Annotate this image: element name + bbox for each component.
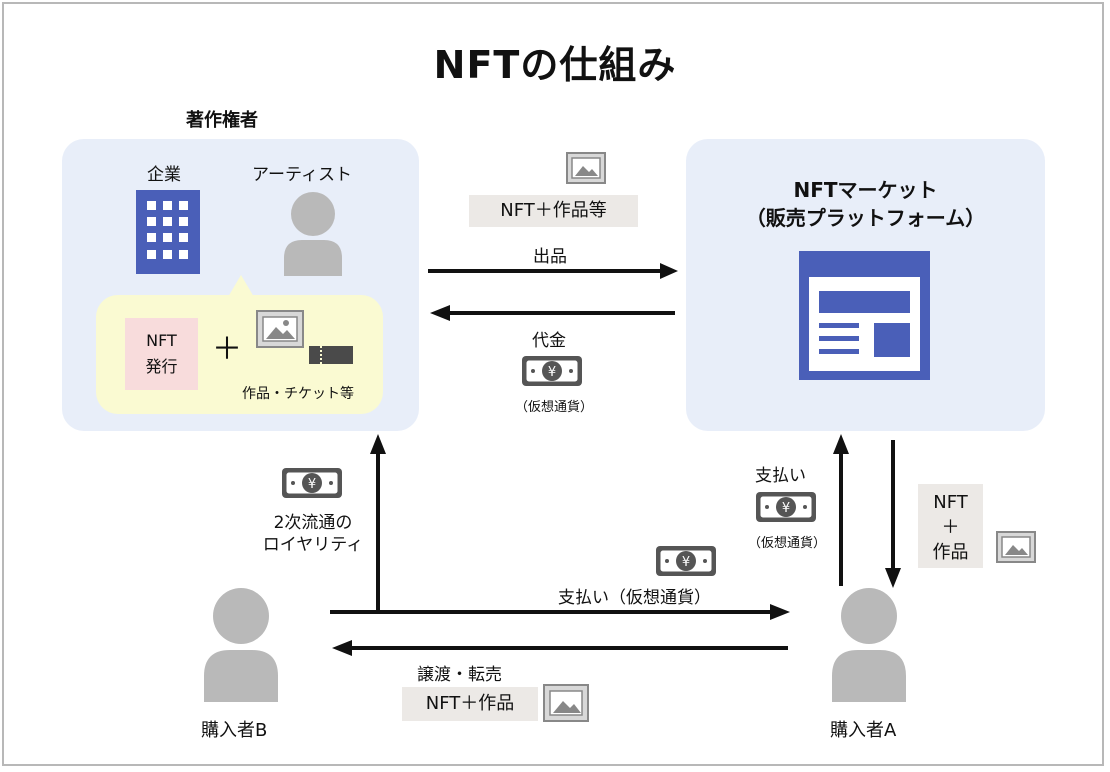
buyer-a-up-arrowhead bbox=[833, 434, 849, 454]
transfer-label: 譲渡・転売 bbox=[417, 665, 502, 685]
listing-arrowhead bbox=[660, 263, 678, 279]
payment-label: 代金 bbox=[532, 331, 566, 351]
company-label: 企業 bbox=[147, 165, 181, 185]
listing-label: 出品 bbox=[533, 247, 567, 267]
web-platform-icon bbox=[799, 251, 930, 380]
nft-chip-line1: NFT bbox=[933, 492, 968, 513]
svg-text:¥: ¥ bbox=[548, 365, 556, 380]
svg-text:¥: ¥ bbox=[308, 477, 316, 492]
nft-issue-line2: 発行 bbox=[145, 357, 178, 376]
nft-issue-line1: NFT bbox=[146, 331, 177, 350]
transfer-left-arrowhead bbox=[332, 640, 352, 656]
top-arrows bbox=[428, 263, 678, 321]
royalty-up-arrowhead bbox=[370, 434, 386, 454]
building-icon bbox=[136, 190, 200, 274]
buyer-a-person-icon bbox=[832, 588, 906, 702]
payment-right-arrowhead bbox=[770, 604, 790, 620]
plus-sign: ＋ bbox=[212, 332, 242, 367]
bubble-pointer bbox=[228, 275, 254, 297]
yen-banknote-royalty-icon: ¥ bbox=[282, 468, 342, 498]
yen-banknote-icon: ¥ bbox=[522, 356, 582, 386]
bottom-arrows bbox=[330, 434, 790, 656]
buyer-b-label: 購入者B bbox=[201, 720, 268, 741]
buyer-a-label: 購入者A bbox=[830, 720, 897, 741]
artwork-image-icon bbox=[256, 310, 304, 348]
yen-banknote-buyer-a-icon: ¥ bbox=[756, 492, 816, 522]
diagram-title: NFTの仕組み bbox=[433, 43, 677, 87]
royalty-line1: 2次流通の bbox=[273, 513, 353, 533]
works-label: 作品・チケット等 bbox=[242, 386, 354, 402]
nft-issue-box: NFT 発行 bbox=[125, 318, 198, 390]
currency-note-buyer-a: （仮想通貨） bbox=[748, 536, 827, 551]
nft-chip-line2: ＋ bbox=[941, 517, 960, 538]
nft-image-bottom-icon bbox=[543, 684, 589, 722]
buyer-a-down-arrowhead bbox=[885, 568, 901, 588]
yen-banknote-bottom-icon: ¥ bbox=[656, 546, 716, 576]
buyer-a-vertical-arrows bbox=[833, 434, 901, 588]
copyright-holder-heading: 著作権者 bbox=[186, 110, 258, 131]
svg-text:¥: ¥ bbox=[782, 501, 790, 516]
nft-works-bottom-chip: NFT＋作品 bbox=[402, 687, 538, 721]
payment-arrowhead bbox=[430, 305, 450, 321]
nft-chip-line3: 作品 bbox=[932, 542, 969, 563]
ticket-icon bbox=[309, 346, 353, 364]
nft-works-chip: NFT＋作品等 bbox=[469, 195, 638, 227]
bottom-payment-label: 支払い（仮想通貨） bbox=[558, 588, 711, 608]
artist-person-icon bbox=[284, 192, 342, 276]
nft-image-buyer-a-icon bbox=[996, 531, 1036, 563]
buyer-a-payment-label: 支払い bbox=[755, 466, 806, 486]
marketplace-title: NFTマーケット bbox=[793, 178, 938, 202]
nft-image-icon bbox=[566, 152, 606, 184]
marketplace-subtitle: （販売プラットフォーム） bbox=[745, 206, 986, 230]
buyer-b-person-icon bbox=[204, 588, 278, 702]
nft-works-vertical-chip: NFT ＋ 作品 bbox=[918, 484, 983, 568]
artist-label: アーティスト bbox=[252, 165, 352, 185]
royalty-line2: ロイヤリティ bbox=[262, 535, 364, 555]
svg-text:¥: ¥ bbox=[682, 555, 690, 570]
currency-note-top: （仮想通貨） bbox=[515, 400, 594, 415]
